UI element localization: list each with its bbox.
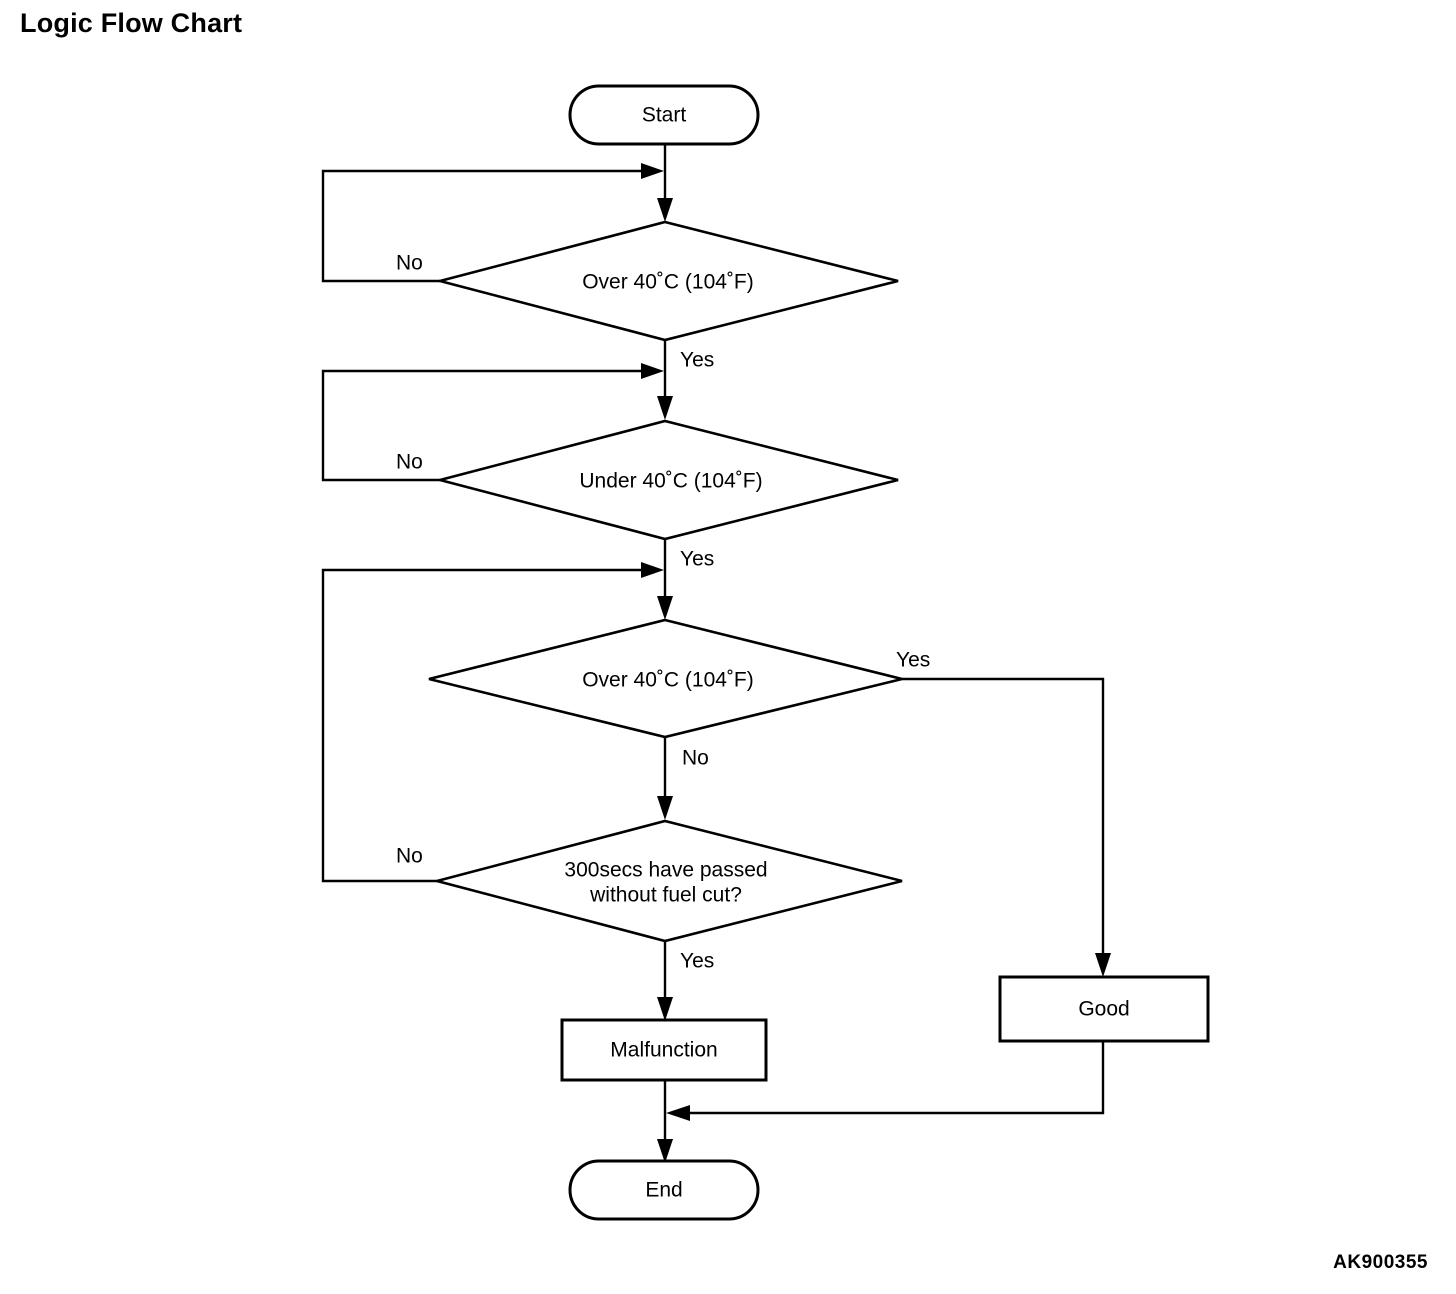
node-decision-over-40c-2[interactable]: Over 40˚C (104˚F): [428, 618, 903, 739]
edge-label-yes-4: Yes: [680, 950, 714, 973]
node-start[interactable]: Start: [568, 84, 760, 146]
edge-dec1-no-loop: [321, 163, 664, 283]
node-decision-300secs[interactable]: 300secs have passed without fuel cut?: [431, 819, 903, 943]
node-end[interactable]: End: [568, 1159, 760, 1221]
edge-label-yes-3: Yes: [896, 649, 930, 672]
node-start-label: Start: [642, 104, 687, 127]
edge-good-to-end: [666, 1041, 1105, 1121]
node-malfunction-label: Malfunction: [610, 1039, 717, 1062]
edge-label-yes-2: Yes: [680, 548, 714, 571]
node-good-label: Good: [1078, 998, 1129, 1021]
edge-label-no-2: No: [396, 451, 423, 474]
edge-dec3-yes-to-good: [902, 677, 1111, 977]
edge-malfunction-to-end: [657, 1080, 673, 1163]
edge-start-to-dec1: [657, 143, 673, 222]
node-decision-over-40c-1[interactable]: Over 40˚C (104˚F): [434, 220, 899, 342]
edge-dec4-to-malfunction: [657, 941, 673, 1021]
edge-label-no-1: No: [396, 252, 423, 275]
node-end-label: End: [645, 1179, 682, 1202]
node-decision-4-label-line1: 300secs have passed: [564, 859, 767, 882]
document-code-watermark: AK900355: [1333, 1252, 1428, 1273]
edge-dec4-no-loop: [321, 562, 664, 883]
node-malfunction[interactable]: Malfunction: [560, 1018, 768, 1082]
edge-label-no-3: No: [682, 747, 709, 770]
edge-dec1-to-dec2: [657, 340, 673, 420]
edge-label-no-4: No: [396, 845, 423, 868]
node-decision-3-label: Over 40˚C (104˚F): [582, 669, 754, 692]
node-decision-4-label-line2: without fuel cut?: [589, 884, 742, 907]
edge-label-yes-1: Yes: [680, 349, 714, 372]
node-decision-under-40c[interactable]: Under 40˚C (104˚F): [434, 419, 899, 541]
edge-dec2-no-loop: [321, 363, 664, 482]
edge-dec2-to-dec3: [657, 539, 673, 620]
node-decision-2-label: Under 40˚C (104˚F): [579, 470, 762, 493]
node-good[interactable]: Good: [998, 975, 1210, 1043]
node-decision-1-label: Over 40˚C (104˚F): [582, 271, 754, 294]
page-title: Logic Flow Chart: [20, 8, 243, 38]
edge-dec3-to-dec4: [657, 737, 673, 820]
